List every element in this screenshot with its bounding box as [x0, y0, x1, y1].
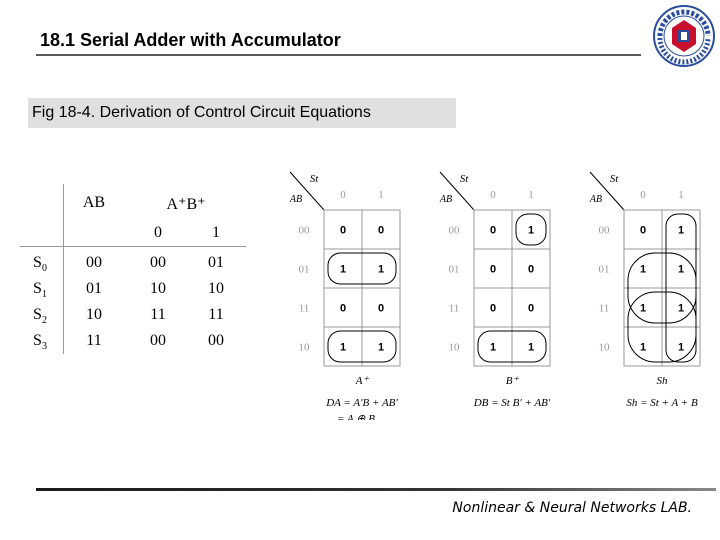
title-divider	[36, 54, 641, 56]
next-value-1: 11	[208, 306, 224, 323]
kmap-cell-value: 0	[490, 225, 496, 237]
kmap-row-header: 11	[449, 303, 460, 315]
kmap-cell-value: 1	[340, 342, 346, 354]
kmap-cell-value: 1	[490, 342, 496, 354]
state-table: AB A⁺B⁺ 0 1 S0 00 00 01 S1 01 10 10 S2 1…	[20, 184, 246, 354]
kmap-row-header: 00	[599, 225, 611, 237]
kmap-equation: DA = A′B + AB′	[325, 397, 398, 409]
col-header-ab: AB	[82, 194, 106, 211]
kmap-row-header: 10	[599, 342, 611, 354]
ab-value: 10	[86, 306, 102, 323]
footer-lab-name: Nonlinear & Neural Networks LAB.	[452, 500, 692, 516]
kmap-corner-diagonal	[289, 171, 325, 211]
kmap-group-loop	[627, 252, 697, 324]
kmap-corner-left-label: AB	[289, 194, 302, 205]
kmap-corner-left-label: AB	[439, 194, 452, 205]
kmap-equation: Sh = St + A + B	[626, 397, 698, 409]
kmap-cell-value: 0	[528, 303, 534, 315]
kmap-row-header: 11	[599, 303, 610, 315]
figure-caption: Fig 18-4. Derivation of Control Circuit …	[28, 98, 456, 128]
kmap-col-header: 1	[678, 189, 684, 201]
kmap-function-name: Sh	[657, 375, 669, 387]
state-label: S3	[33, 332, 47, 353]
next-value-1: 00	[208, 332, 224, 349]
ab-value: 11	[86, 332, 102, 349]
kmap-row-header: 11	[299, 303, 310, 315]
kmap-cell-value: 0	[640, 225, 646, 237]
kmap-group-loop	[515, 213, 547, 246]
next-value-1: 10	[208, 280, 224, 297]
kmap-cell-value: 1	[678, 342, 684, 354]
table-divider-vertical	[63, 184, 64, 354]
kmap-row-header: 01	[299, 264, 310, 276]
kmap-function-name: A⁺	[355, 375, 370, 387]
kmap-group-loop	[477, 330, 547, 363]
kmap-row-header: 01	[449, 264, 460, 276]
next-value-0: 10	[150, 280, 166, 297]
kmap-col-header: 0	[490, 189, 496, 201]
next-value-0: 00	[150, 332, 166, 349]
state-label: S1	[33, 280, 47, 301]
kmap-cell-value: 1	[528, 342, 534, 354]
kmap-row-header: 00	[299, 225, 311, 237]
kmap-col-header: 0	[640, 189, 646, 201]
ab-value: 00	[86, 254, 102, 271]
kmap-cell-value: 1	[640, 264, 646, 276]
kmap-group-loop	[327, 330, 397, 363]
kmap-corner-left-label: AB	[589, 194, 602, 205]
kmap-cell-value: 1	[678, 225, 684, 237]
kmap-row-header: 01	[599, 264, 610, 276]
footer-divider	[36, 488, 716, 491]
kmap-cell-value: 1	[340, 264, 346, 276]
kmap-row-header: 10	[449, 342, 461, 354]
next-value-0: 00	[150, 254, 166, 271]
kmap-cell-value: 0	[378, 225, 384, 237]
table-divider-horizontal	[20, 246, 246, 247]
kmap-group-loop	[327, 252, 397, 285]
kmap-cell-value: 1	[678, 303, 684, 315]
col-header-next: A⁺B⁺	[166, 196, 206, 213]
kmap-cell-value: 0	[490, 303, 496, 315]
kmap-cell-value: 1	[640, 303, 646, 315]
kmap-row-header: 10	[299, 342, 311, 354]
kmap-row-header: 00	[449, 225, 461, 237]
kmap-cell-value: 1	[640, 342, 646, 354]
state-label: S2	[33, 306, 47, 327]
kmap-cell-value: 1	[678, 264, 684, 276]
kmap-cell-value: 0	[340, 303, 346, 315]
kmap-corner-diagonal	[589, 171, 625, 211]
col-header-0: 0	[154, 224, 162, 241]
kmap-col-header: 1	[378, 189, 384, 201]
university-seal-icon	[652, 4, 716, 68]
kmap-cell-value: 1	[528, 225, 534, 237]
kmap-cell-value: 0	[490, 264, 496, 276]
next-value-0: 11	[150, 306, 166, 323]
kmap-equation: DB = St B′ + AB′	[473, 397, 551, 409]
kmap-corner-top-label: St	[310, 173, 320, 185]
kmap-col-header: 0	[340, 189, 346, 201]
kmap-cell-value: 1	[378, 264, 384, 276]
kmap-col-header: 1	[528, 189, 534, 201]
kmap-equation-continued: = A ⊕ B	[337, 413, 375, 420]
kmap-cell-value: 1	[378, 342, 384, 354]
page-title: 18.1 Serial Adder with Accumulator	[40, 30, 341, 50]
kmap-function-name: B⁺	[506, 375, 520, 387]
kmap-cell-value: 0	[340, 225, 346, 237]
state-label: S0	[33, 254, 47, 275]
col-header-1: 1	[212, 224, 220, 241]
kmap-corner-diagonal	[439, 171, 475, 211]
kmap-corner-top-label: St	[460, 173, 470, 185]
ab-value: 01	[86, 280, 102, 297]
next-value-1: 01	[208, 254, 224, 271]
kmap-corner-top-label: St	[610, 173, 620, 185]
kmap-cell-value: 0	[528, 264, 534, 276]
kmap-group-loop	[627, 291, 697, 363]
kmap-cell-value: 0	[378, 303, 384, 315]
